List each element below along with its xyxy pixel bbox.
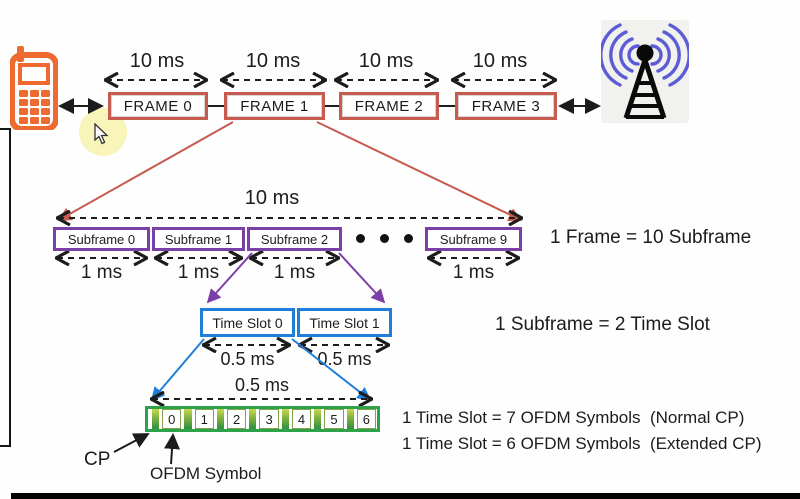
symbol4-label: 4 xyxy=(297,411,306,427)
ofdm-symbol-cell: 5 xyxy=(324,409,344,429)
cp-strip xyxy=(184,409,192,429)
frame-equals-subframe-note: 1 Frame = 10 Subframe xyxy=(550,227,752,248)
ellipsis-dot xyxy=(404,234,413,243)
symbol1-label: 1 xyxy=(200,411,208,427)
ofdm-symbol-cell: 2 xyxy=(226,409,247,429)
subframe1-duration-label: 1 ms xyxy=(177,262,220,283)
frame0-box: FRAME 0 xyxy=(108,92,208,120)
antenna-tower-icon xyxy=(601,20,689,123)
frame2-box: FRAME 2 xyxy=(339,92,439,120)
subframe-equals-timeslot-note: 1 Subframe = 2 Time Slot xyxy=(495,314,710,335)
cp-ofdm-pointer-arrows xyxy=(113,433,181,465)
timeslot0-duration-label: 0.5 ms xyxy=(220,349,275,369)
subframe9-duration-label: 1 ms xyxy=(452,262,495,283)
cp-strip xyxy=(152,409,160,429)
ofdm-symbol-label: OFDM Symbol xyxy=(150,464,262,483)
subframe9-box: Subframe 9 xyxy=(425,227,522,251)
ellipsis-dot xyxy=(356,234,365,243)
normal-cp-note: 1 Time Slot = 7 OFDM Symbols (Normal CP) xyxy=(402,408,745,427)
subframe9-label: Subframe 9 xyxy=(439,231,508,247)
cp-strip xyxy=(216,409,224,429)
timeslot0-box: Time Slot 0 xyxy=(200,308,295,337)
cp-label: CP xyxy=(84,449,111,470)
ofdm-symbol-row: 0 1 2 3 4 5 6 xyxy=(145,406,380,432)
frame2-label: FRAME 2 xyxy=(354,97,424,115)
ofdm-symbol-cell: 4 xyxy=(291,409,312,429)
ofdm-symbol-cell: 0 xyxy=(162,409,182,429)
timeslot1-label: Time Slot 1 xyxy=(309,314,380,331)
timeslot1-box: Time Slot 1 xyxy=(297,308,392,337)
symbol0-label: 0 xyxy=(168,411,176,427)
subframe2-box: Subframe 2 xyxy=(247,227,342,251)
ofdm-symbol-cell: 1 xyxy=(194,409,214,429)
left-cropped-panel-border xyxy=(0,128,11,447)
symbol2-label: 2 xyxy=(233,411,241,427)
frame0-label: FRAME 0 xyxy=(123,97,193,115)
symbol6-label: 6 xyxy=(362,411,370,427)
frame3-duration-label: 10 ms xyxy=(472,50,528,72)
subframe2-label: Subframe 2 xyxy=(260,231,329,247)
frame3-label: FRAME 3 xyxy=(471,97,541,115)
cp-strip xyxy=(281,409,289,429)
frame1-box: FRAME 1 xyxy=(224,92,325,120)
subframe1-box: Subframe 1 xyxy=(152,227,245,251)
extended-cp-note: 1 Time Slot = 6 OFDM Symbols (Extended C… xyxy=(402,434,762,453)
subframe-total-duration-label: 10 ms xyxy=(244,187,300,209)
ofdm-symbol-cell: 3 xyxy=(259,409,279,429)
subframe1-label: Subframe 1 xyxy=(164,231,233,247)
cp-strip xyxy=(346,409,354,429)
timeslot0-label: Time Slot 0 xyxy=(212,314,283,331)
timeslot1-duration-label: 0.5 ms xyxy=(317,349,372,369)
mouse-cursor-icon xyxy=(94,123,109,145)
ellipsis-dot xyxy=(380,234,389,243)
frame2-duration-label: 10 ms xyxy=(358,50,414,72)
symbol5-label: 5 xyxy=(330,411,338,427)
bottom-video-bar xyxy=(11,493,800,499)
frame3-box: FRAME 3 xyxy=(455,92,557,120)
subframe0-box: Subframe 0 xyxy=(53,227,150,251)
subframe2-duration-label: 1 ms xyxy=(273,262,316,283)
symbolrow-duration-label: 0.5 ms xyxy=(234,375,290,395)
frame0-duration-label: 10 ms xyxy=(129,50,185,72)
subframe0-duration-label: 1 ms xyxy=(80,262,123,283)
mobile-phone-icon xyxy=(10,46,58,130)
cp-strip xyxy=(314,409,322,429)
frame1-label: FRAME 1 xyxy=(240,97,309,115)
ofdm-symbol-cell: 6 xyxy=(356,409,377,429)
subframe0-label: Subframe 0 xyxy=(67,231,136,247)
cp-strip xyxy=(249,409,257,429)
frame1-duration-label: 10 ms xyxy=(245,50,301,72)
symbol3-label: 3 xyxy=(265,411,273,427)
